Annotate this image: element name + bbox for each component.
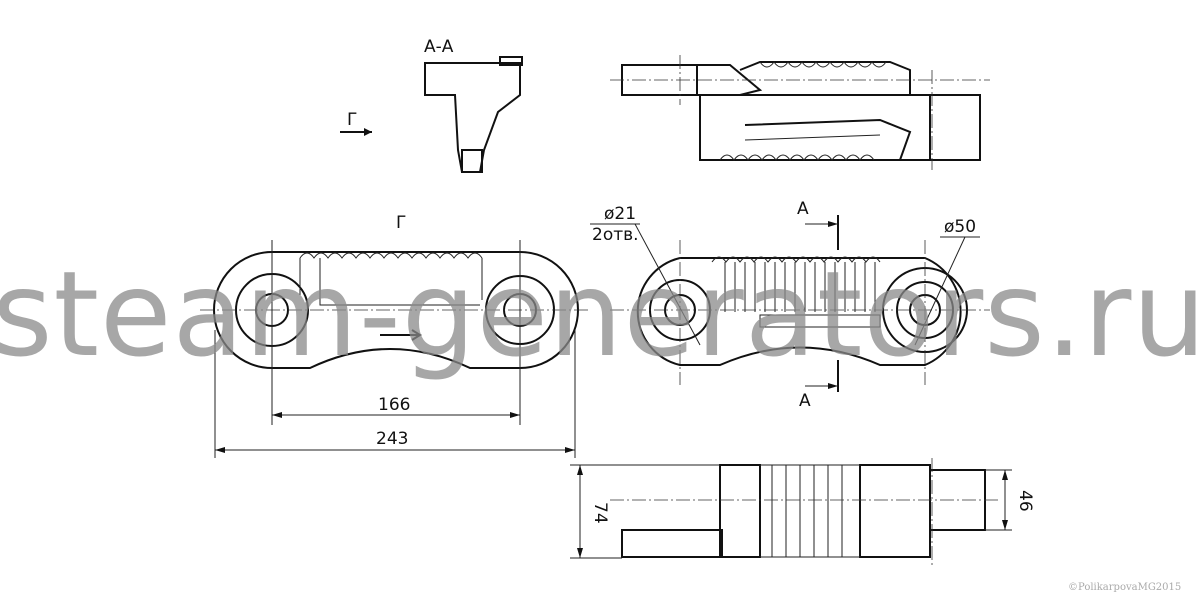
dimension-46: 46 (1015, 490, 1035, 512)
dimension-diameter-50: ø50 (944, 217, 976, 237)
plan-view-left: Г 166 243 (200, 213, 590, 458)
side-view-bottom: 74 46 (570, 458, 1035, 565)
dimension-74: 74 (590, 502, 610, 524)
dimension-243: 243 (376, 429, 408, 449)
section-a-a: А-А (424, 37, 523, 173)
plan-view-right: ø21 2отв. ø50 А А (590, 199, 990, 411)
section-label: А-А (424, 37, 454, 57)
side-view-top (610, 55, 990, 170)
view-arrow-label: Г (347, 110, 357, 130)
dimension-diameter-21: ø21 (604, 204, 636, 224)
watermark: steam-generators.ru (0, 245, 1200, 383)
hole-count-note: 2отв. (592, 225, 639, 245)
plan-view-label: Г (396, 213, 406, 233)
dimension-166: 166 (378, 395, 410, 415)
view-arrow-g: Г (340, 110, 372, 136)
cut-label-bottom: А (799, 391, 811, 411)
cut-label-top: А (797, 199, 809, 219)
copyright: ©PolikarpovaMG2015 (1068, 582, 1181, 593)
